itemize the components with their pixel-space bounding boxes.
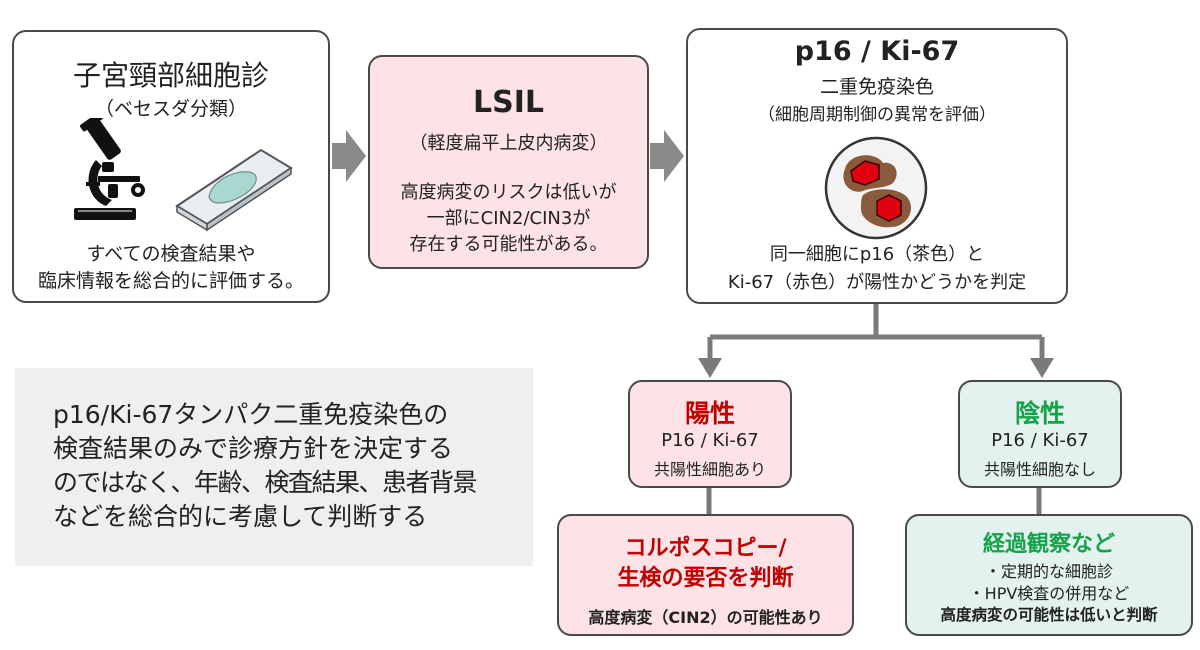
- microscope-icon: [74, 118, 145, 220]
- negative-title: 陰性: [1014, 399, 1065, 428]
- negative-box: 陰性 P16 / Ki-67 共陽性細胞なし: [958, 380, 1122, 488]
- positive-action-title-1: コルポスコピー/: [624, 536, 787, 561]
- note-line-2: 検査結果のみで診療方針を決定する: [53, 434, 454, 463]
- dual-stain-subtitle-2: （細胞周期制御の異常を評価）: [758, 105, 996, 125]
- negative-line-1: P16 / Ki-67: [991, 430, 1089, 451]
- arrow-down-positive: [698, 358, 722, 378]
- positive-action-note: 高度病変（CIN2）の可能性あり: [588, 608, 823, 627]
- arrow-down-negative: [1030, 358, 1054, 378]
- cytology-subtitle: （ベセスダ分類）: [94, 98, 247, 120]
- positive-title: 陽性: [684, 399, 735, 428]
- cytology-box: 子宮頸部細胞診 （ベセスダ分類） すべての検査結果や 臨床情報を総合的に評価する…: [12, 30, 330, 303]
- negative-line-2: 共陽性細胞なし: [983, 460, 1096, 479]
- dual-stain-body-1: 同一細胞にp16（茶色）と: [769, 244, 985, 265]
- dual-stain-subtitle: 二重免疫染色: [819, 76, 934, 98]
- note-line-4: などを総合的に考慮して判断する: [53, 502, 428, 531]
- negative-action-note: 高度病変の可能性は低いと判断: [940, 606, 1158, 624]
- stained-cell-icon: [824, 136, 928, 240]
- cytology-body-2: 臨床情報を総合的に評価する。: [37, 270, 304, 292]
- positive-box: 陽性 P16 / Ki-67 共陽性細胞あり: [628, 380, 792, 488]
- lsil-box: LSIL （軽度扁平上皮内病変） 高度病変のリスクは低いが 一部にCIN2/CI…: [368, 55, 649, 269]
- lsil-title: LSIL: [472, 85, 544, 120]
- cytology-body-1: すべての検査結果や: [86, 243, 256, 265]
- lsil-subtitle: （軽度扁平上皮内病変）: [409, 133, 608, 154]
- negative-action-item-1: ・定期的な細胞診: [984, 562, 1113, 581]
- negative-action-title: 経過観察など: [982, 532, 1115, 557]
- note-line-3: のではなく、年齢、検査結果、患者背景: [53, 468, 478, 497]
- slide-icon: [175, 148, 293, 232]
- positive-action-title-2: 生検の要否を判断: [617, 566, 794, 591]
- negative-action-box: 経過観察など ・定期的な細胞診 ・HPV検査の併用など 高度病変の可能性は低いと…: [905, 514, 1193, 636]
- lsil-body-1: 高度病変のリスクは低いが: [400, 182, 617, 203]
- arrow-right-1: [332, 130, 366, 182]
- lsil-body-3: 存在する可能性がある。: [409, 234, 608, 255]
- dual-stain-title: p16 / Ki-67: [794, 36, 960, 67]
- dual-stain-body-2: Ki-67（赤色）が陽性かどうかを判定: [727, 272, 1027, 293]
- lsil-body-2: 一部にCIN2/CIN3が: [426, 208, 591, 229]
- note-line-1: p16/Ki-67タンパク二重免疫染色の: [53, 400, 449, 429]
- positive-line-1: P16 / Ki-67: [661, 430, 759, 451]
- cytology-title: 子宮頸部細胞診: [72, 59, 269, 92]
- positive-action-box: コルポスコピー/ 生検の要否を判断 高度病変（CIN2）の可能性あり: [557, 514, 854, 636]
- note-panel: p16/Ki-67タンパク二重免疫染色の 検査結果のみで診療方針を決定する ので…: [15, 368, 533, 566]
- arrow-right-2: [650, 130, 684, 182]
- positive-line-2: 共陽性細胞あり: [653, 460, 766, 479]
- negative-action-item-2: ・HPV検査の併用など: [968, 584, 1130, 603]
- dual-stain-box: p16 / Ki-67 二重免疫染色 （細胞周期制御の異常を評価） 同一細胞にp…: [686, 28, 1068, 304]
